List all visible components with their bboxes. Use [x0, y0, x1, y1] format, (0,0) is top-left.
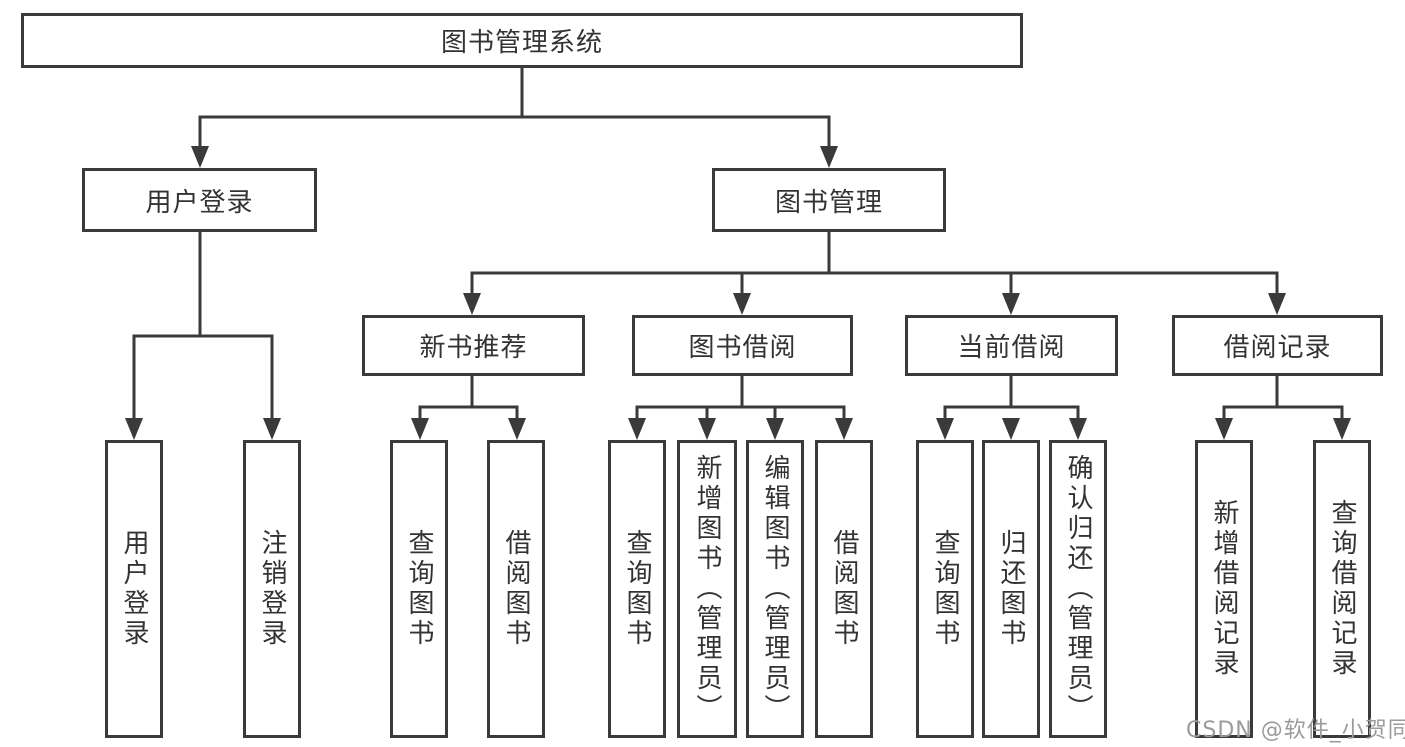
leaf-user-login: 用户登录 [105, 440, 163, 738]
csdn-watermark: CSDN @软件_小贺同学 [1186, 718, 1405, 743]
node-book-management: 图书管理 [712, 168, 946, 232]
leaf-query-borrow-record: 查询借阅记录 [1313, 440, 1371, 738]
leaf-label: 查询图书 [404, 529, 434, 649]
leaf-label: 编辑图书（管理员） [760, 454, 790, 724]
node-book-borrowing: 图书借阅 [632, 315, 853, 376]
leaf-query-books-borrow: 查询图书 [608, 440, 666, 738]
leaf-logout: 注销登录 [243, 440, 301, 738]
leaf-add-borrow-record: 新增借阅记录 [1195, 440, 1253, 738]
leaf-query-books-current: 查询图书 [916, 440, 974, 738]
leaf-label: 查询图书 [930, 529, 960, 649]
node-user-login: 用户登录 [82, 168, 317, 232]
leaf-label: 查询借阅记录 [1327, 499, 1357, 679]
leaf-return-books: 归还图书 [982, 440, 1040, 738]
leaf-confirm-return-admin: 确认归还（管理员） [1049, 440, 1107, 738]
leaf-add-books-admin: 新增图书（管理员） [677, 440, 737, 738]
leaf-label: 用户登录 [119, 529, 149, 649]
leaf-label: 借阅图书 [829, 529, 859, 649]
leaf-borrow-books: 借阅图书 [815, 440, 873, 738]
leaf-query-books-recommend: 查询图书 [390, 440, 448, 738]
arrowheads [125, 146, 1351, 440]
node-new-book-recommendation: 新书推荐 [362, 315, 585, 376]
leaf-label: 新增图书（管理员） [692, 454, 722, 724]
leaf-label: 查询图书 [622, 529, 652, 649]
leaf-label: 确认归还（管理员） [1063, 454, 1093, 724]
leaf-borrow-books-recommend: 借阅图书 [487, 440, 545, 738]
node-library-management-system: 图书管理系统 [21, 13, 1023, 68]
leaf-label: 新增借阅记录 [1209, 499, 1239, 679]
node-current-borrowing: 当前借阅 [905, 315, 1118, 376]
leaf-label: 注销登录 [257, 529, 287, 649]
leaf-label: 借阅图书 [501, 529, 531, 649]
leaf-label: 归还图书 [996, 529, 1026, 649]
node-borrowing-records: 借阅记录 [1172, 315, 1383, 376]
leaf-edit-books-admin: 编辑图书（管理员） [746, 440, 804, 738]
